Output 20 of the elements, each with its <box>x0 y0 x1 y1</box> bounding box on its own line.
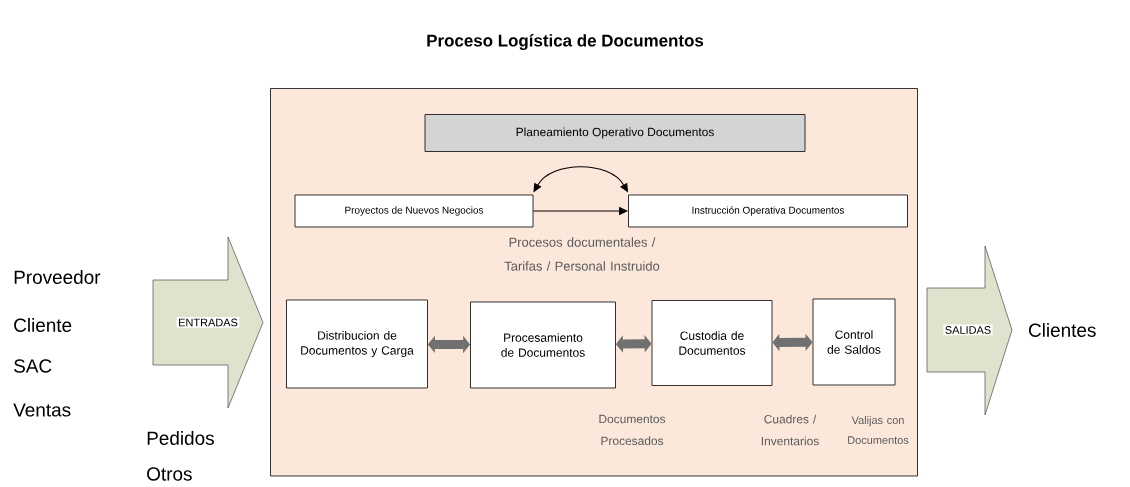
text-label: Proveedor <box>14 270 101 284</box>
text-label: Valijas con Documentos <box>848 416 909 444</box>
text-label: Pedidos <box>147 431 214 445</box>
process-box: Instrucción Operativa Documentos <box>628 194 908 228</box>
planning-box: Planeamiento Operativo Documentos <box>424 114 806 152</box>
process-box: Control de Saldos <box>812 298 896 386</box>
double-arrow <box>772 333 813 352</box>
title: Proceso Logística de Documentos <box>427 34 704 50</box>
text-label: Otros <box>147 467 192 481</box>
process-box: Custodia de Documentos <box>651 300 773 386</box>
text-label: SAC <box>14 359 52 373</box>
text-label: Procesos documentales / Tarifas / Personal Instruido <box>504 237 660 271</box>
text-label: Clientes <box>1029 323 1096 337</box>
process-box: Distribucion de Documentos y Carga <box>286 299 428 389</box>
text-label: Documentos Procesados <box>599 414 666 446</box>
text-label: Ventas <box>13 403 71 417</box>
text-label: Cliente <box>14 318 72 332</box>
process-box: Procesamiento de Documentos <box>470 301 616 389</box>
process-box: Proyectos de Nuevos Negocios <box>294 194 534 228</box>
text-label: Cuadres / Inventarios <box>761 414 819 446</box>
